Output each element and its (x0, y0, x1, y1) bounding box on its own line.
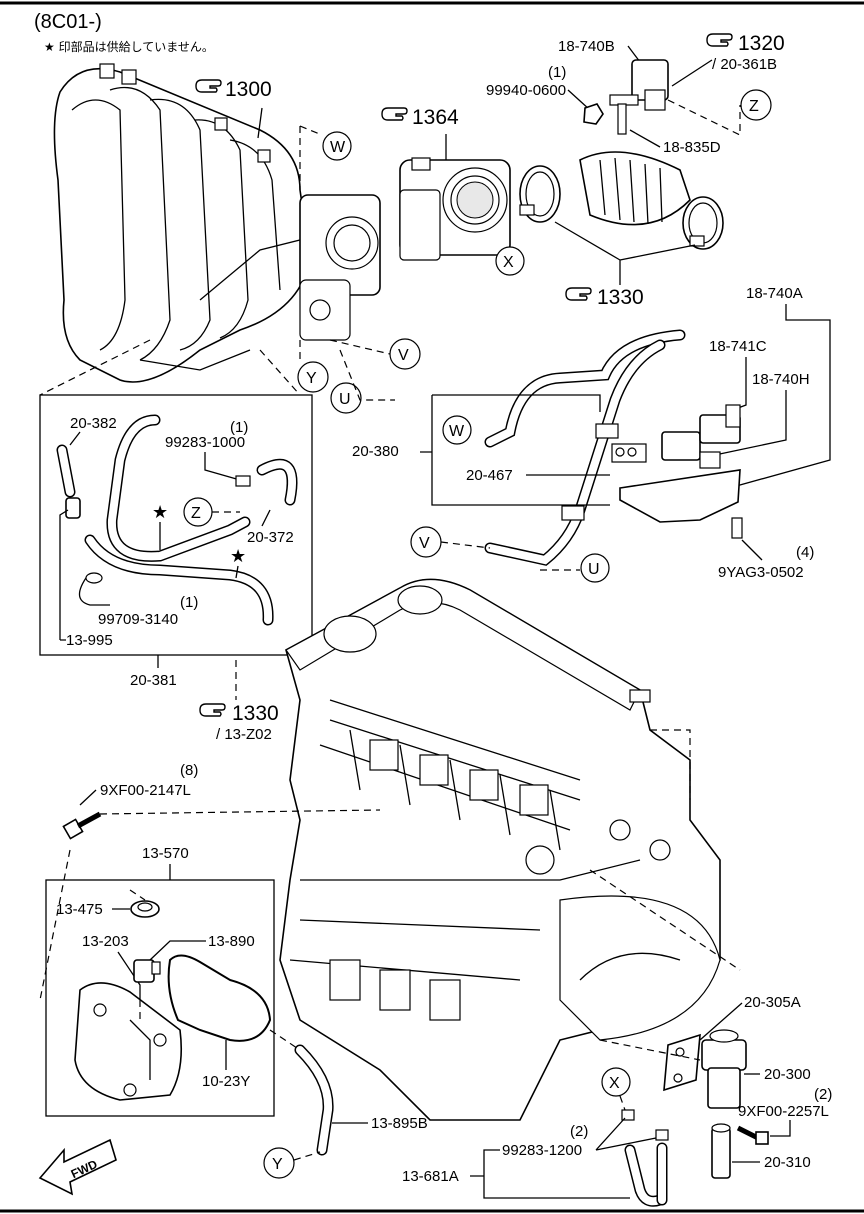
label-20-380[interactable]: 20-380 (352, 443, 399, 460)
label-20-382[interactable]: 20-382 (70, 415, 117, 432)
bolt-icon (62, 811, 102, 840)
vacuum-pipe-20-380 (484, 329, 686, 566)
circle-z2-label: Z (191, 505, 201, 522)
nut-icon (583, 103, 604, 125)
purge-valve-box (45, 879, 275, 1117)
circle-w-label: W (330, 139, 346, 156)
circle-u-label: U (339, 391, 351, 408)
gasket-20-305A (663, 1033, 701, 1092)
circle-x-icon (495, 246, 525, 276)
label-13-475[interactable]: 13-475 (56, 901, 103, 918)
circle-w2-label: W (449, 423, 465, 440)
label-10-23Y[interactable]: 10-23Y (202, 1073, 250, 1090)
label-13-570[interactable]: 13-570 (142, 845, 189, 862)
circle-x2-icon (601, 1067, 631, 1097)
ref-1320[interactable]: 1320 (738, 32, 785, 55)
label-20-372[interactable]: 20-372 (247, 529, 294, 546)
star-icon: ★ (230, 546, 246, 566)
qty-99709: (1) (180, 594, 198, 611)
label-13-681A[interactable]: 13-681A (402, 1168, 459, 1185)
circle-w-icon (322, 131, 352, 161)
circle-z-icon (740, 89, 772, 121)
label-99283-1200[interactable]: 99283-1200 (502, 1142, 582, 1159)
qty-99283-1000: (1) (230, 419, 248, 436)
star-icon: ★ (152, 502, 168, 522)
label-18-740A[interactable]: 18-740A (746, 285, 803, 302)
ref-1364[interactable]: 1364 (412, 106, 459, 129)
qty-9XF00-2147: (8) (180, 762, 198, 779)
hand-pointer-icon (195, 79, 222, 93)
circle-v2-label: V (419, 535, 430, 552)
ref-1300[interactable]: 1300 (225, 78, 272, 101)
qty-99940: (1) (548, 64, 566, 81)
label-20-310[interactable]: 20-310 (764, 1154, 811, 1171)
label-9XF00-2257L[interactable]: 9XF00-2257L (738, 1103, 829, 1120)
label-9YAG3-0502[interactable]: 9YAG3-0502 (718, 564, 804, 581)
circle-v-label: V (398, 347, 409, 364)
throttle-body-1364 (399, 157, 511, 261)
hand-pointer-icon (199, 703, 226, 717)
hose-13-681A (621, 1109, 669, 1207)
hose-assembly-box (39, 394, 313, 656)
pipe-20-310 (711, 1123, 731, 1179)
label-18-835D[interactable]: 18-835D (663, 139, 721, 156)
circle-y2-icon (263, 1147, 295, 1179)
gasket-13-890 (167, 954, 272, 1042)
hose-20-382 (56, 414, 274, 626)
ref-1330-mid[interactable]: 1330 (232, 702, 279, 725)
hand-pointer-icon (381, 107, 408, 121)
circle-u-icon (330, 382, 362, 414)
cover-10-23Y (74, 982, 183, 1101)
circle-z-label: Z (749, 98, 759, 115)
label-9XF00-2147L[interactable]: 9XF00-2147L (100, 782, 191, 799)
circle-u2-label: U (588, 561, 600, 578)
label-18-740B[interactable]: 18-740B (558, 38, 615, 55)
circle-y-icon (297, 361, 329, 393)
label-18-741C[interactable]: 18-741C (709, 338, 767, 355)
label-20-381[interactable]: 20-381 (130, 672, 177, 689)
air-duct-hose (519, 151, 724, 250)
solenoid-cluster (611, 404, 743, 539)
manifold-throttle-body (299, 194, 381, 341)
purge-solenoid-13-203 (133, 959, 161, 983)
engine-assembly (279, 578, 721, 1121)
qty-9YAG3: (4) (796, 544, 814, 561)
circle-x-label: X (503, 254, 514, 271)
circle-x2-label: X (609, 1075, 620, 1092)
hand-pointer-icon (565, 287, 592, 301)
label-20-300[interactable]: 20-300 (764, 1066, 811, 1083)
label-13-203[interactable]: 13-203 (82, 933, 129, 950)
label-99283-1000[interactable]: 99283-1000 (165, 434, 245, 451)
label-13-995[interactable]: 13-995 (66, 632, 113, 649)
circle-w2-icon (442, 415, 472, 445)
bolt-icon (736, 1125, 769, 1145)
solenoid-18-740B (609, 59, 669, 135)
intake-manifold (53, 63, 331, 383)
label-20-467[interactable]: 20-467 (466, 467, 513, 484)
ref-1330-top[interactable]: 1330 (597, 286, 644, 309)
ref-1330-sub: / 13-Z02 (216, 726, 272, 743)
label-13-890[interactable]: 13-890 (208, 933, 255, 950)
label-20-305A[interactable]: 20-305A (744, 994, 801, 1011)
label-18-740H[interactable]: 18-740H (752, 371, 810, 388)
egr-valve-20-300 (701, 1029, 747, 1109)
label-13-895B[interactable]: 13-895B (371, 1115, 428, 1132)
label-99709-3140[interactable]: 99709-3140 (98, 611, 178, 628)
circle-y-label: Y (306, 370, 317, 387)
circle-u2-icon (580, 553, 610, 583)
model-code: (8C01-) (34, 11, 102, 33)
hose-13-895B (294, 1044, 334, 1156)
hand-pointer-icon (706, 33, 733, 47)
qty-99283-1200: (2) (570, 1123, 588, 1140)
supply-note: ★ 印部品は供給していません。 (44, 39, 214, 54)
fwd-arrow-icon: FWD (38, 1138, 117, 1196)
label-99940-0600[interactable]: 99940-0600 (486, 82, 566, 99)
hose-20-372 (235, 458, 298, 506)
ref-1320-sub: / 20-361B (712, 56, 777, 73)
circle-y2-label: Y (272, 1156, 283, 1173)
qty-9XF00-2257: (2) (814, 1086, 832, 1103)
